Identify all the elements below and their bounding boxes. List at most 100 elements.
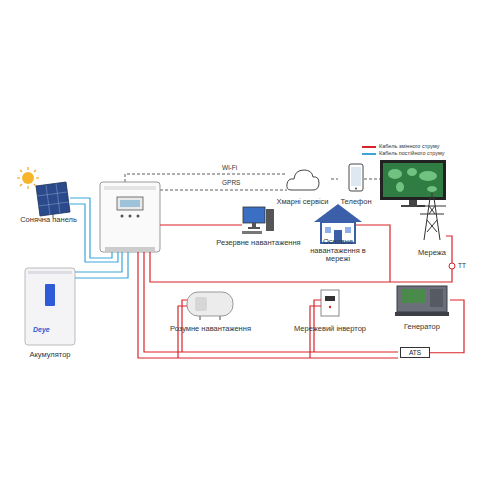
drawing-part bbox=[160, 190, 287, 191]
drawing-part bbox=[420, 214, 444, 215]
drawing-part bbox=[75, 252, 122, 272]
drawing-part bbox=[195, 297, 207, 311]
drawing-part bbox=[314, 204, 362, 222]
drawing-part bbox=[395, 312, 449, 316]
grid-inverter-node: Мережевий інвертор bbox=[292, 288, 368, 334]
drawing-part bbox=[325, 296, 335, 301]
drawing-part bbox=[407, 168, 417, 176]
drawing-part bbox=[418, 206, 446, 207]
drawing-part bbox=[36, 182, 70, 216]
drawing-part bbox=[22, 172, 34, 184]
drawing-part bbox=[349, 164, 363, 191]
drawing-part bbox=[160, 224, 242, 225]
drawing-part bbox=[248, 227, 260, 229]
legend-text: Кабель постійного струму bbox=[379, 151, 445, 157]
drawing-part bbox=[37, 184, 68, 216]
drawing-part bbox=[75, 252, 128, 278]
device-label: Генератор bbox=[404, 323, 440, 332]
drawing-part bbox=[430, 289, 443, 307]
drawing-part bbox=[45, 284, 55, 306]
smart-load-node: Розумне навантаження bbox=[168, 288, 253, 334]
drawing-part bbox=[424, 198, 440, 240]
drawing-part bbox=[34, 170, 36, 172]
legend-row: Кабель постійного струму bbox=[362, 150, 445, 157]
drawing-part bbox=[36, 177, 39, 178]
drawing-part bbox=[150, 236, 452, 282]
legend-row: Кабель змінного струму bbox=[362, 143, 445, 150]
generator-node: Генератор bbox=[394, 284, 450, 332]
drawing-part bbox=[355, 188, 357, 190]
drawing-part bbox=[383, 163, 443, 197]
device-label: Телефон bbox=[340, 198, 371, 207]
drawing-part bbox=[266, 209, 274, 231]
drawing-part bbox=[125, 174, 287, 182]
device-label: Хмарні сервіси bbox=[276, 198, 328, 207]
drawing-part bbox=[70, 198, 112, 258]
drawing-part bbox=[17, 177, 20, 178]
grid-load-node: Основне навантаження в мережі bbox=[297, 203, 379, 264]
device-label: Акумулятор bbox=[30, 351, 71, 360]
device-label: ATS bbox=[409, 349, 421, 356]
drawing-part bbox=[409, 200, 417, 205]
drawing-part bbox=[117, 197, 143, 210]
drawing-part bbox=[28, 271, 72, 274]
drawing-part bbox=[388, 169, 402, 179]
drawing-part bbox=[252, 223, 256, 227]
drawing-part bbox=[388, 168, 437, 192]
cloud-node: Хмарні сервіси bbox=[274, 165, 331, 207]
device-label: Мережевий інвертор bbox=[294, 325, 366, 334]
brand-logo: Deye bbox=[33, 326, 50, 334]
drawing-part bbox=[243, 207, 265, 223]
battery-node: Акумулятор bbox=[23, 265, 77, 360]
device-label: Розумне навантаження bbox=[170, 325, 251, 334]
drawing-part bbox=[27, 186, 28, 189]
drawing-part bbox=[39, 202, 69, 206]
current-transformer-label: ТТ bbox=[458, 262, 466, 269]
legend-swatch bbox=[362, 153, 376, 155]
drawing-part bbox=[345, 227, 351, 233]
drawing-part bbox=[321, 290, 339, 316]
drawing-part bbox=[20, 184, 22, 186]
gprs-label: GPRS bbox=[222, 179, 240, 186]
drawing-part bbox=[380, 160, 446, 200]
drawing-part bbox=[105, 247, 155, 251]
drawing-part bbox=[137, 215, 140, 218]
drawing-part bbox=[397, 286, 447, 312]
legend: Кабель змінного струмуКабель постійного … bbox=[362, 143, 445, 157]
drawing-part bbox=[396, 182, 404, 192]
ats-box: ATS bbox=[400, 347, 430, 358]
drawing-part bbox=[70, 198, 128, 278]
drawing-part bbox=[144, 252, 398, 352]
drawing-part bbox=[46, 185, 50, 215]
drawing-part bbox=[449, 263, 455, 269]
device-label: Резервне навантаження bbox=[216, 239, 300, 248]
solar-panel-node: Сонячна панель bbox=[18, 172, 79, 225]
wifi-label: Wi-Fi bbox=[222, 164, 237, 171]
drawing-part bbox=[121, 215, 124, 218]
drawing-part bbox=[419, 171, 437, 181]
device-label: Основне навантаження в мережі bbox=[299, 238, 377, 264]
legend-text: Кабель змінного струму bbox=[379, 144, 440, 150]
phone-node: Телефон bbox=[338, 160, 374, 207]
drawing-part bbox=[138, 252, 398, 358]
drawing-part bbox=[432, 193, 433, 198]
drawing-part bbox=[427, 186, 437, 192]
drawing-part bbox=[199, 316, 201, 320]
drawing-part bbox=[100, 182, 160, 252]
drawing-part bbox=[364, 179, 380, 180]
drawing-part bbox=[56, 184, 60, 214]
drawing-part bbox=[287, 170, 319, 190]
drawing-part bbox=[187, 292, 233, 316]
drawing-part bbox=[418, 193, 446, 240]
grid-node: Мережа bbox=[415, 192, 449, 258]
drawing-part bbox=[219, 316, 221, 320]
device-label: Сонячна панель bbox=[20, 216, 77, 225]
drawing-part bbox=[242, 231, 262, 234]
backup-load-node: Резервне навантаження bbox=[214, 203, 303, 248]
drawing-part bbox=[138, 225, 452, 358]
drawing-part bbox=[329, 306, 331, 308]
drawing-part bbox=[27, 167, 28, 170]
drawing-part bbox=[37, 192, 67, 196]
